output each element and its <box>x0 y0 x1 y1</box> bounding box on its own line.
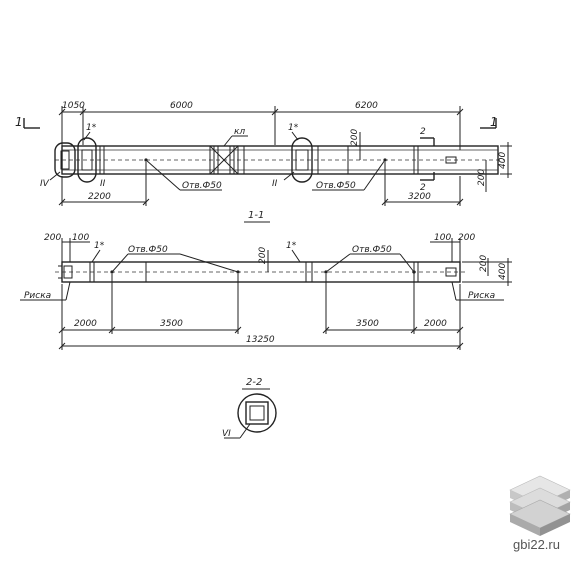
s11-hole-label-left: Отв.Ф50 <box>128 245 168 255</box>
plan-roman-iv: IV <box>40 179 50 189</box>
plan-node-left <box>77 137 97 183</box>
plan-mark-1-right: 1* <box>288 123 299 133</box>
cut-mark-left: 1 <box>15 115 40 129</box>
plan-view: 1050 6000 6200 1 1 1* <box>15 101 512 206</box>
plan-dim-1050: 1050 <box>62 101 85 111</box>
plan-hole-label-left: Отв.Ф50 <box>182 181 222 191</box>
s11-right-end-plate <box>445 267 457 277</box>
s11-dim-2000-left: 2000 <box>74 319 97 329</box>
s11-dim-100-left: 100 <box>72 233 89 243</box>
s11-dim-200-right: 200 <box>458 233 475 243</box>
s11-dim-2000-right: 2000 <box>424 319 447 329</box>
plan-dim-200-mid: 200 <box>350 129 360 146</box>
plan-roman-ii-right: II <box>272 179 278 189</box>
s11-riska-left: Риска <box>24 291 51 301</box>
svg-text:1: 1 <box>490 115 498 129</box>
plan-dim-6200: 6200 <box>355 101 378 111</box>
section-mark-2-bottom: 2 <box>420 172 435 193</box>
s11-dim-3500-left: 3500 <box>160 319 183 329</box>
brand-logo-icon <box>509 475 571 536</box>
s11-mark-1-right: 1* <box>286 241 297 251</box>
s11-dim-3500-right: 3500 <box>356 319 379 329</box>
s11-dim-400-right: 400 <box>498 263 508 280</box>
s11-dim-200-left: 200 <box>44 233 61 243</box>
s11-hole-label-right: Отв.Ф50 <box>352 245 392 255</box>
plan-splice-node: кл <box>209 127 248 175</box>
plan-node-label: кл <box>234 127 245 137</box>
section-1-1-title: 1-1 <box>248 210 264 221</box>
cut-mark-right: 1 <box>480 115 498 129</box>
plan-dim-6000: 6000 <box>170 101 193 111</box>
s11-riska-right: Риска <box>468 291 495 301</box>
s11-mark-1-left: 1* <box>94 241 105 251</box>
plan-dim-200-right: 200 <box>477 169 487 186</box>
s11-dim-100-right: 100 <box>434 233 451 243</box>
plan-roman-ii-left: II <box>100 179 106 189</box>
s22-square <box>245 401 269 425</box>
plan-left-end-bracket <box>54 142 76 178</box>
svg-text:1: 1 <box>15 115 23 129</box>
section-2-2-title: 2-2 <box>246 377 262 388</box>
plan-dim-400: 400 <box>498 152 508 169</box>
section-1-1-view: 1-1 200 100 100 200 1* 1* <box>20 210 512 350</box>
s11-dim-total: 13250 <box>246 335 275 345</box>
s22-roman-vi: VI <box>222 429 231 439</box>
plan-node-right <box>291 137 313 183</box>
plan-right-end-plate <box>445 156 457 164</box>
brand-site-label: gbi22.ru <box>513 537 560 552</box>
s22-outer-circle <box>237 393 277 433</box>
svg-text:2: 2 <box>420 183 426 193</box>
section-2-2-view: 2-2 VI <box>222 377 277 439</box>
s11-left-end-plate <box>63 265 73 279</box>
plan-dim-2200: 2200 <box>88 192 111 202</box>
s11-dim-200-mid: 200 <box>258 247 268 264</box>
section-mark-2-top: 2 <box>420 127 435 146</box>
plan-hole-label-right: Отв.Ф50 <box>316 181 356 191</box>
plan-dim-3200: 3200 <box>408 192 431 202</box>
svg-text:2: 2 <box>420 127 426 137</box>
plan-mark-1-left: 1* <box>86 123 97 133</box>
s11-dim-200-right: 200 <box>479 255 489 272</box>
